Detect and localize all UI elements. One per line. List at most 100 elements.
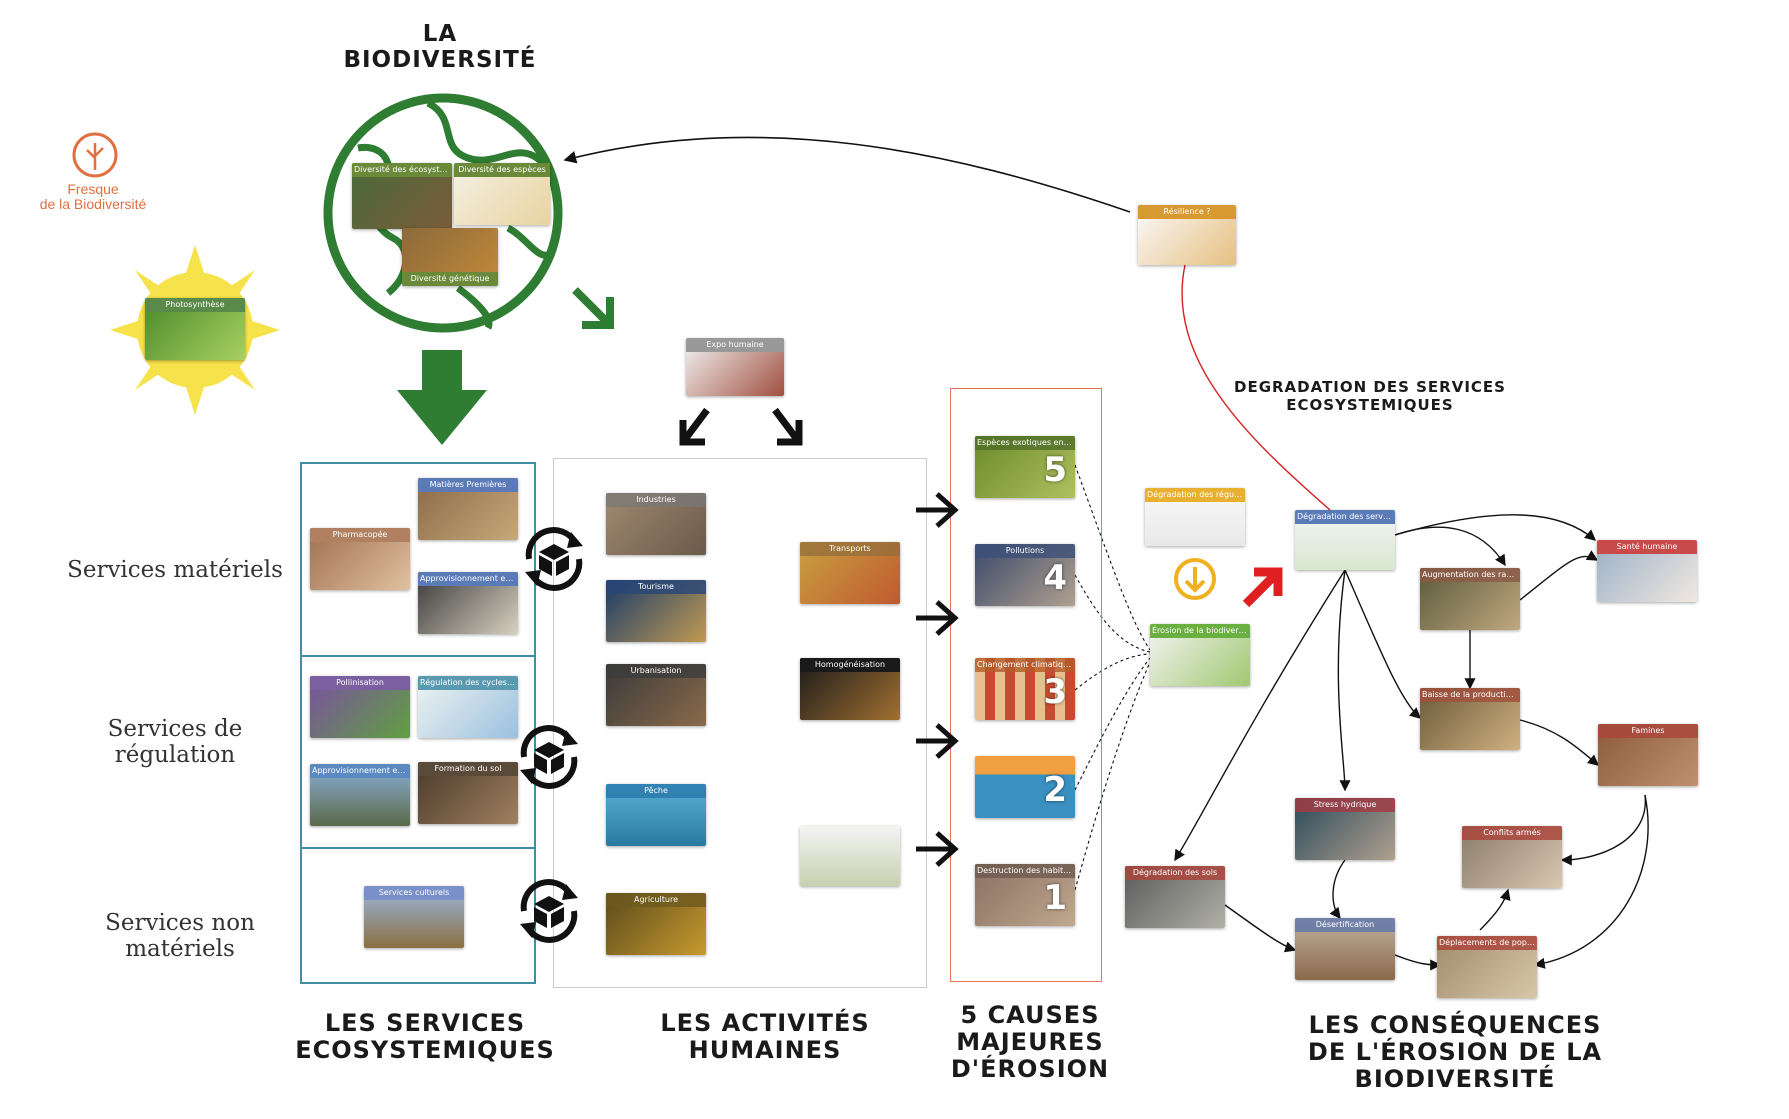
card-formation-sol[interactable]: Formation du sol <box>418 762 518 824</box>
diagonal-arrow-icon <box>572 287 614 329</box>
card-caption: Destruction des habitats <box>975 864 1075 878</box>
card-diversite-genetique[interactable]: Diversité génétique <box>402 228 498 286</box>
down-circle-arrow-icon <box>1174 558 1216 600</box>
card-diversite-ecosystemes[interactable]: Diversité des écosystèmes <box>352 163 452 229</box>
card-augmentation-ravageurs[interactable]: Augmentation des ravageurs et pathogènes <box>1420 568 1520 630</box>
cycle-cube-icon <box>520 725 578 789</box>
row-label-materiels: Services matériels <box>67 557 283 583</box>
activities-title-line2: HUMAINES <box>688 1035 842 1064</box>
consequences-title: LES CONSÉQUENCES DE L'ÉROSION DE LA BIOD… <box>1270 1012 1640 1093</box>
card-erosion-biodiversite[interactable]: Érosion de la biodiversité <box>1150 624 1250 686</box>
card-caption: Industries <box>606 493 706 507</box>
row-label-non-materiels-line1: Services non <box>105 910 255 936</box>
card-caption: Diversité des écosystèmes <box>352 163 452 177</box>
card-pollutions[interactable]: Pollutions 4 <box>975 544 1075 606</box>
card-expo-humaine[interactable]: Expo humaine <box>686 338 784 396</box>
causes-box <box>950 388 1102 982</box>
card-photosynthese[interactable]: Photosynthèse <box>145 298 245 360</box>
services-divider-1 <box>300 655 536 657</box>
cycle-cube-icon <box>525 527 583 591</box>
card-caption: Diversité génétique <box>402 272 498 286</box>
card-caption: Pollinisation <box>310 676 410 690</box>
logo: Fresque de la Biodiversité <box>28 130 158 220</box>
card-caption: Espèces exotiques envahissantes <box>975 436 1075 450</box>
card-services-culturels[interactable]: Services culturels <box>364 886 464 948</box>
card-caption: Famines <box>1598 724 1698 738</box>
card-stress-hydrique[interactable]: Stress hydrique <box>1295 798 1395 860</box>
activities-title: LES ACTIVITÉS HUMAINES <box>620 1010 910 1064</box>
card-regulation-cycles[interactable]: Régulation des cycles naturels <box>418 676 518 738</box>
card-caption: Transports <box>800 542 900 556</box>
card-caption: Déplacements de population <box>1437 936 1537 950</box>
card-activite-graphique[interactable] <box>800 826 900 886</box>
causes-title-line3: D'ÉROSION <box>950 1054 1110 1083</box>
card-surexploitation[interactable]: 2 <box>975 756 1075 818</box>
card-degradation-services[interactable]: Dégradation des services écosystémiques <box>1295 510 1395 570</box>
card-caption: Services culturels <box>364 886 464 900</box>
card-caption: Pêche <box>606 784 706 798</box>
consequences-title-line3: BIODIVERSITÉ <box>1354 1064 1556 1093</box>
card-changement-climatique[interactable]: Changement climatique 3 <box>975 658 1075 720</box>
card-destruction-habitats[interactable]: Destruction des habitats 1 <box>975 864 1075 926</box>
card-conflits-armes[interactable]: Conflits armés <box>1462 826 1562 888</box>
causes-to-erosion-connectors <box>1074 464 1151 891</box>
cause-number: 1 <box>1043 878 1067 918</box>
row-label-regulation-line1: Services de <box>107 716 243 742</box>
degradation-red-connector <box>1181 264 1331 511</box>
right-arrow-icon <box>916 831 959 867</box>
cause-number: 4 <box>1043 558 1067 598</box>
card-diversite-especes[interactable]: Diversité des espèces <box>454 163 550 225</box>
card-resilience[interactable]: Résilience ? <box>1138 205 1236 265</box>
logo-line2: de la Biodiversité <box>39 196 147 212</box>
split-arrows-icon <box>679 407 803 446</box>
card-transports[interactable]: Transports <box>800 542 900 604</box>
card-caption: Baisse de la production agricole <box>1420 688 1520 702</box>
card-industries[interactable]: Industries <box>606 493 706 555</box>
card-famines[interactable]: Famines <box>1598 724 1698 786</box>
degradation-label: DEGRADATION DES SERVICES ECOSYSTEMIQUES <box>1220 378 1520 414</box>
card-especes-invasives[interactable]: Espèces exotiques envahissantes 5 <box>975 436 1075 498</box>
card-appro-nourriture[interactable]: Approvisionnement en nourriture <box>418 572 518 634</box>
row-label-regulation: Services de régulation <box>60 716 290 769</box>
card-caption: Agriculture <box>606 893 706 907</box>
cycle-cube-icon <box>520 879 578 943</box>
card-degradation-regulation[interactable]: Dégradation des régulations <box>1145 488 1245 546</box>
card-caption: Urbanisation <box>606 664 706 678</box>
right-arrow-icon <box>916 723 959 759</box>
services-divider-2 <box>300 847 536 849</box>
card-caption: Stress hydrique <box>1295 798 1395 812</box>
card-agriculture[interactable]: Agriculture <box>606 893 706 955</box>
card-sante-humaine[interactable]: Santé humaine <box>1597 540 1697 602</box>
red-diagonal-arrow-icon <box>1242 567 1283 608</box>
card-caption: Diversité des espèces <box>454 163 550 177</box>
card-peche[interactable]: Pêche <box>606 784 706 846</box>
logo-tree-icon <box>72 132 118 178</box>
card-caption: Homogénéisation <box>800 658 900 672</box>
card-pharmacopee[interactable]: Pharmacopée <box>310 528 410 590</box>
card-caption: Régulation des cycles naturels <box>418 676 518 690</box>
card-caption: Approvisionnement en nourriture <box>418 572 518 586</box>
card-pollinisation[interactable]: Pollinisation <box>310 676 410 738</box>
resilience-to-globe-connector <box>563 136 1131 213</box>
row-label-regulation-line2: régulation <box>114 742 236 769</box>
right-arrow-icon <box>916 492 959 528</box>
card-desertification[interactable]: Désertification <box>1295 918 1395 980</box>
services-title-line1: LES SERVICES <box>324 1009 526 1037</box>
cause-number: 3 <box>1043 672 1067 712</box>
card-homogeneisation[interactable]: Homogénéisation <box>800 658 900 720</box>
card-caption: Santé humaine <box>1597 540 1697 554</box>
card-matieres-premieres[interactable]: Matières Premières <box>418 478 518 540</box>
biodiversity-title: LA BIODIVERSITÉ <box>320 21 560 74</box>
card-deplacements[interactable]: Déplacements de population <box>1437 936 1537 998</box>
card-caption: Érosion de la biodiversité <box>1150 624 1250 638</box>
logo-line1: Fresque <box>67 181 119 197</box>
causes-title-line1: 5 CAUSES <box>960 1001 1100 1029</box>
card-baisse-production[interactable]: Baisse de la production agricole <box>1420 688 1520 750</box>
card-tourisme[interactable]: Tourisme <box>606 580 706 642</box>
card-degradation-sols[interactable]: Dégradation des sols <box>1125 866 1225 928</box>
degradation-label-line2: ECOSYSTEMIQUES <box>1286 396 1454 414</box>
card-caption: Dégradation des services écosystémiques <box>1295 510 1395 524</box>
consequence-connectors <box>1174 514 1649 971</box>
card-urbanisation[interactable]: Urbanisation <box>606 664 706 726</box>
card-appro-eau[interactable]: Approvisionnement en eau douce <box>310 764 410 826</box>
